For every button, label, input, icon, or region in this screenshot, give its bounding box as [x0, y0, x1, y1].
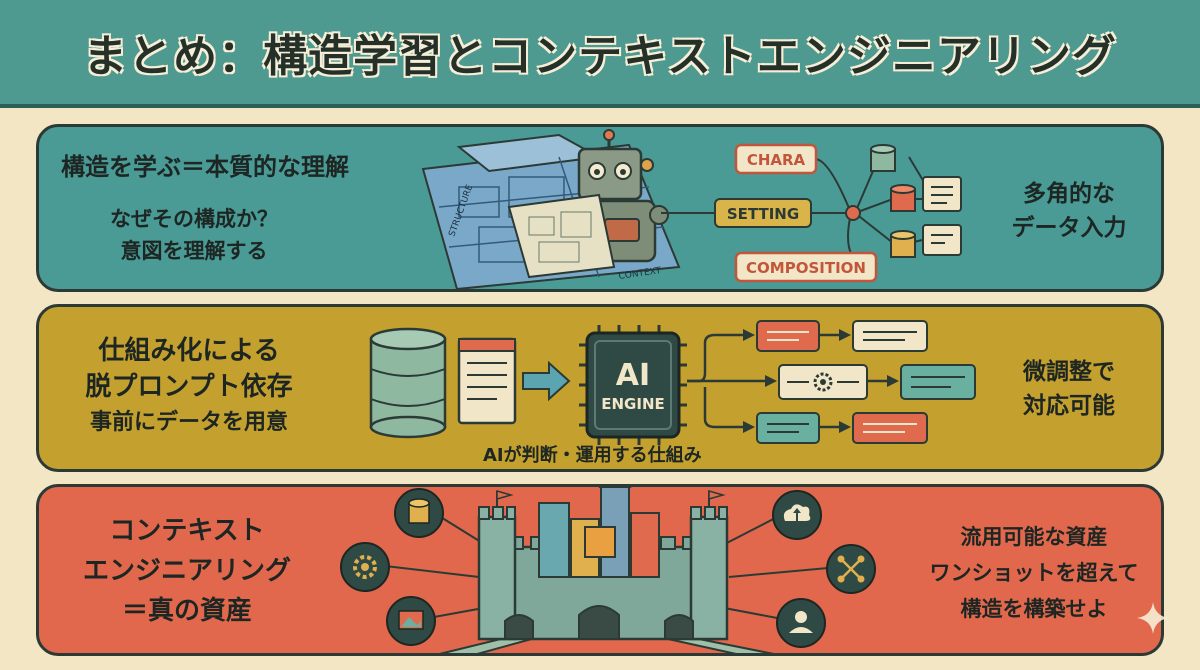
panel1-heading: 構造を学ぶ＝本質的な理解 [61, 153, 349, 181]
ai-chip-icon [585, 331, 681, 439]
panel2-left-line2: 脱プロンプト依存 [85, 372, 293, 402]
image-icon [386, 596, 436, 646]
panel2-left-line3: 事前にデータを用意 [89, 410, 288, 435]
panel1-sub-line1: なぜその構成か？ [110, 207, 278, 231]
output-card [756, 320, 820, 352]
label-setting: SETTING [714, 198, 812, 228]
panel2-left-line1: 仕組み化による [98, 336, 280, 366]
label-chara-text: CHARA [747, 151, 806, 169]
panel3-left-line2: エンジニアリング [82, 556, 291, 586]
hub-node [845, 205, 861, 221]
panel-systemization: AI ENGINE [36, 304, 1164, 472]
label-composition-text: COMPOSITION [746, 259, 866, 277]
document-icon [457, 337, 517, 425]
output-branches [687, 333, 887, 429]
gear-icon [340, 542, 390, 592]
output-card [756, 412, 820, 444]
panel1-sub-line2: 意図を理解する [120, 239, 268, 263]
page-title: まとめ：構造学習とコンテキストエンジニアリング [83, 31, 1117, 82]
database-icon [394, 488, 444, 538]
panel3-left-line3: ＝真の資産 [121, 596, 252, 626]
database-stack-icon [369, 327, 447, 439]
panel3-right-line3: 構造を構築せよ [960, 597, 1108, 621]
label-chara: CHARA [734, 143, 818, 175]
panel-structure-learning: STRUCTURE CONTEXT [36, 124, 1164, 292]
panel2-right-line1: 微調整で [1023, 359, 1115, 385]
panel3-left-line1: コンテキスト [109, 516, 265, 546]
panel-context-engineering: コンテキスト エンジニアリング ＝真の資産 流用可能な資産 ワンショットを超えて… [36, 484, 1164, 656]
document-icon [922, 176, 962, 212]
panel3-right-text: 流用可能な資産 ワンショットを超えて 構造を構築せよ [919, 519, 1149, 627]
output-card [852, 412, 928, 444]
panel1-right-text: 多角的な データ入力 [979, 177, 1159, 245]
database-icon [870, 144, 896, 172]
sparkle-icon [1137, 602, 1169, 634]
cloud-upload-icon [772, 490, 822, 540]
database-icon [890, 184, 916, 212]
panel3-left-text: コンテキスト エンジニアリング ＝真の資産 [57, 511, 317, 631]
database-icon [890, 230, 916, 258]
title-banner: まとめ：構造学習とコンテキストエンジニアリング [0, 0, 1200, 108]
panel1-right-line2: データ入力 [1011, 215, 1127, 241]
panel1-subtext: なぜその構成か？ 意図を理解する [79, 203, 309, 267]
chip-label-ai: AI [616, 358, 650, 393]
panel3-right-line1: 流用可能な資産 [960, 525, 1108, 549]
label-setting-text: SETTING [727, 205, 799, 223]
panel3-illustration [340, 487, 876, 653]
panel2-caption: AIが判断・運用する仕組み [483, 445, 702, 466]
castle-icon [477, 487, 729, 641]
panel2-illustration: AI ENGINE [369, 320, 976, 445]
arrow-right-icon [522, 360, 571, 402]
user-icon [776, 598, 826, 648]
document-icon [922, 224, 962, 256]
panel2-right-text: 微調整で 対応可能 [989, 355, 1149, 423]
label-composition: COMPOSITION [734, 251, 878, 283]
panel2-left-text: 仕組み化による 脱プロンプト依存 事前にデータを用意 [59, 333, 319, 441]
chip-label-engine: ENGINE [601, 395, 665, 413]
panel2-right-line2: 対応可能 [1023, 393, 1115, 419]
output-card [900, 364, 976, 400]
network-icon [826, 544, 876, 594]
output-card [852, 320, 928, 352]
panel1-right-line1: 多角的な [1023, 181, 1115, 207]
gear-card-icon [778, 364, 868, 400]
panel1-illustration: STRUCTURE CONTEXT [421, 129, 962, 289]
panel3-right-line2: ワンショットを超えて [929, 561, 1139, 585]
